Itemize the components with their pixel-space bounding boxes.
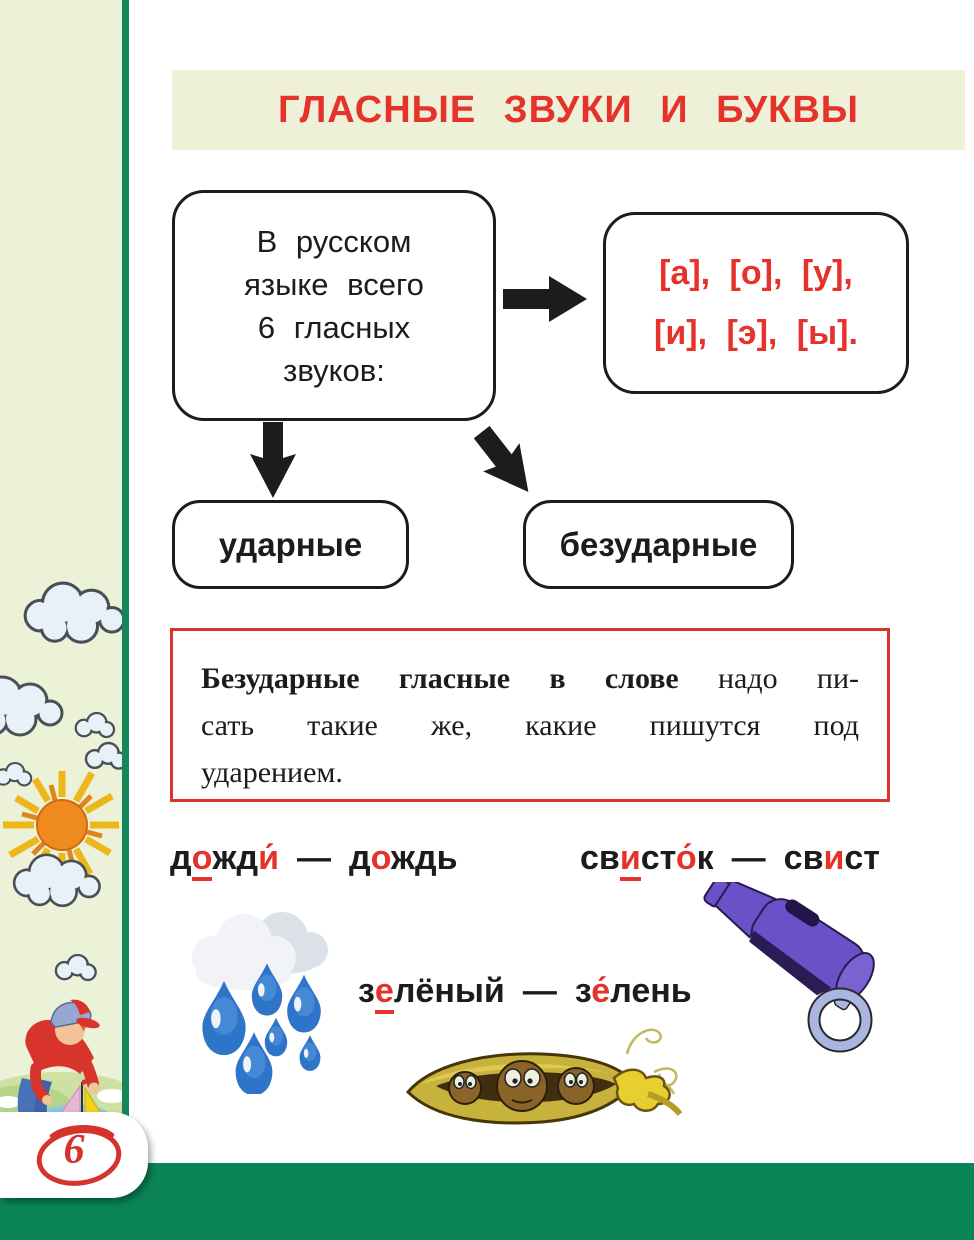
stressed-label: ударные [218, 525, 363, 563]
example-pair-rain: дожди́ — дождь [170, 839, 457, 881]
title-banner: ГЛАСНЫЕ ЗВУКИ И БУКВЫ [172, 70, 965, 150]
footer-bar [0, 1163, 974, 1240]
dash: — [731, 839, 766, 877]
dash: — [522, 972, 557, 1010]
page-title: ГЛАСНЫЕ ЗВУКИ И БУКВЫ [278, 88, 859, 131]
unstressed-box: безударные [523, 500, 794, 589]
example-pair-green: зелёный — зе́лень [358, 972, 692, 1014]
whistle-icon [703, 882, 875, 1053]
rain-cloud-icon [192, 912, 328, 1094]
example-pair-whistle: свисто́к — свист [580, 839, 880, 881]
stressed-box: ударные [172, 500, 409, 589]
intro-line-2: языке всего [244, 266, 424, 302]
word-svist: свист [783, 839, 880, 877]
page-number: 6 [63, 1127, 85, 1173]
word-dozhd: дождь [348, 839, 458, 877]
unstressed-label: безударные [559, 525, 758, 563]
word-svistok: свисто́к [580, 839, 714, 881]
rule-bold-text: Безударные гласные в слове [201, 662, 679, 695]
rule-line-1: Безударные гласные в слове надо пи- [201, 662, 859, 695]
green-divider-line [122, 0, 129, 1163]
intro-line-1: В русском [256, 223, 412, 259]
arrow-down-icon [250, 422, 296, 498]
dash: — [296, 839, 331, 877]
page-number-oval [36, 1125, 122, 1186]
intro-box: В русском языке всего 6 гласных звуков: [172, 190, 496, 421]
word-zelen: зе́лень [574, 972, 692, 1010]
word-dozhdi: дожди́ [170, 839, 279, 881]
clouds-and-sun-illustration [0, 581, 122, 982]
pea-pod-icon [405, 1028, 683, 1125]
rule-line-3: ударением. [201, 756, 343, 789]
arrow-right-icon [503, 276, 587, 322]
page-number-tab: 6 [0, 1112, 148, 1198]
word-zelyony: зелёный [358, 972, 505, 1014]
vowel-sounds-box: [а], [о], [у], [и], [э], [ы]. [603, 212, 909, 394]
intro-line-4: звуков: [283, 352, 385, 388]
sounds-line-2: [и], [э], [ы]. [654, 314, 858, 352]
arrow-diagonal-icon [463, 418, 546, 506]
rule-box: Безударные гласные в слове надо пи- сать… [170, 628, 890, 802]
rule-line-2: сать такие же, какие пишутся под [201, 709, 859, 742]
sounds-line-1: [а], [о], [у], [659, 254, 853, 292]
intro-line-3: 6 гласных [257, 309, 411, 345]
